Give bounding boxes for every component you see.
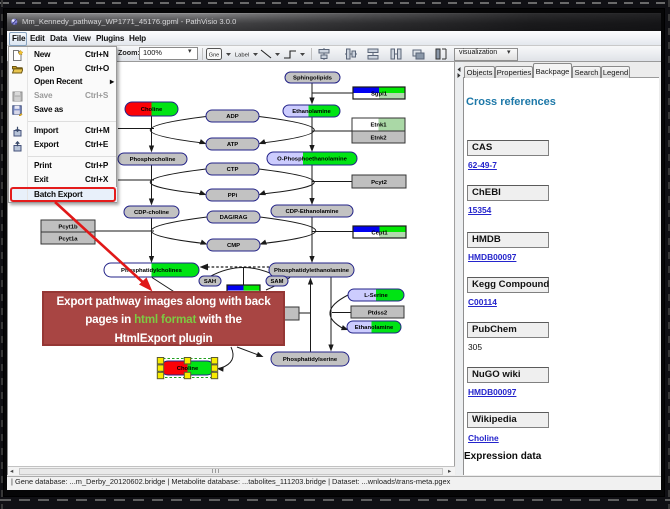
svg-text:Sphingolipids: Sphingolipids bbox=[293, 76, 333, 82]
svg-text:ADP: ADP bbox=[226, 114, 239, 120]
svg-text:DAG/RAG: DAG/RAG bbox=[220, 215, 248, 221]
svg-text:Choline: Choline bbox=[177, 366, 199, 372]
svg-text:Pcyt2: Pcyt2 bbox=[371, 180, 387, 186]
svg-text:SAH: SAH bbox=[204, 279, 216, 285]
svg-text:Pcyt1a: Pcyt1a bbox=[59, 236, 79, 242]
svg-text:Label: Label bbox=[235, 53, 249, 59]
svg-text:Pcyt1b: Pcyt1b bbox=[58, 224, 78, 230]
svg-text:SAM: SAM bbox=[271, 279, 284, 285]
svg-text:O-Phosphoethanolamine: O-Phosphoethanolamine bbox=[277, 157, 347, 163]
svg-text:Ptdss2: Ptdss2 bbox=[368, 310, 388, 316]
svg-text:CMP: CMP bbox=[227, 243, 240, 249]
svg-text:PPi: PPi bbox=[228, 193, 238, 199]
svg-text:CDP-Ethanolamine: CDP-Ethanolamine bbox=[285, 209, 339, 215]
svg-text:Ethanolamine: Ethanolamine bbox=[355, 325, 394, 331]
svg-text:ATP: ATP bbox=[227, 142, 238, 148]
svg-text:Etnk1: Etnk1 bbox=[370, 123, 387, 129]
svg-text:L-Serine: L-Serine bbox=[364, 293, 388, 299]
svg-text:Ethanolamine: Ethanolamine bbox=[292, 109, 331, 115]
svg-text:Choline: Choline bbox=[141, 107, 163, 113]
svg-text:Phosphatidylcholines: Phosphatidylcholines bbox=[121, 268, 183, 274]
svg-text:Cept1: Cept1 bbox=[371, 230, 388, 236]
svg-text:Phosphatidylserine: Phosphatidylserine bbox=[283, 357, 338, 363]
svg-text:Phosphocholine: Phosphocholine bbox=[130, 157, 177, 163]
svg-text:Gne: Gne bbox=[209, 53, 219, 59]
svg-text:Etnk2: Etnk2 bbox=[370, 135, 387, 141]
svg-text:CTP: CTP bbox=[227, 167, 239, 173]
svg-text:Sgpl1: Sgpl1 bbox=[371, 91, 388, 97]
svg-text:Phosphatidylethanolamine: Phosphatidylethanolamine bbox=[274, 268, 350, 274]
svg-text:CDP-choline: CDP-choline bbox=[134, 210, 170, 216]
